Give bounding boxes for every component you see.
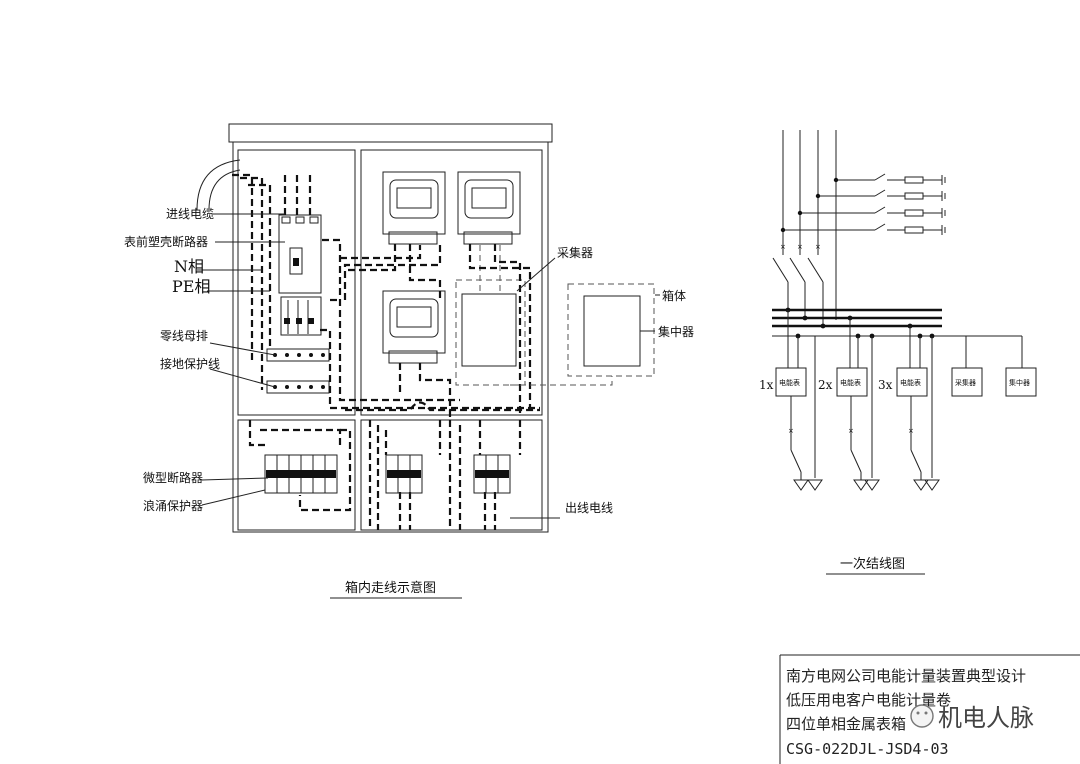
collector-device — [461, 293, 517, 367]
label-neutral-busbar: 零线母排 — [160, 329, 208, 343]
label-mini-breaker: 微型断路器 — [143, 470, 203, 485]
label-ground-wire: 接地保护线 — [160, 356, 220, 371]
title-line-1: 南方电网公司电能计量装置典型设计 — [786, 667, 1026, 685]
meter-1 — [382, 171, 446, 245]
primary-meter-1: 1x 电能表 — [759, 367, 807, 397]
meter-3 — [382, 290, 446, 364]
watermark: 机电人脉 — [910, 704, 1034, 732]
primary-concentrator-label: 集中器 — [1009, 378, 1030, 387]
enclosure-outline — [567, 283, 655, 377]
primary-collector: 采集器 — [951, 367, 983, 397]
cabinet-wiring-diagram: 进线电缆 表前塑壳断路器 N相 PE相 零线母排 接地保护线 微型断路器 浪涌保… — [124, 123, 694, 599]
primary-concentrator: 集中器 — [1005, 367, 1037, 397]
caption-wiring-diagram: 箱内走线示意图 — [345, 580, 436, 596]
caption-primary-diagram: 一次结线图 — [840, 556, 905, 572]
primary-meter-3: 3x 电能表 — [878, 367, 928, 397]
title-block: 南方电网公司电能计量装置典型设计 低压用电客户电能计量卷 四位单相金属表箱 CS… — [779, 654, 1080, 764]
cabinet-right-upper — [360, 149, 543, 416]
primary-meter-3-prefix: 3x — [878, 378, 893, 392]
svg-text:×: × — [815, 243, 821, 251]
title-line-2: 低压用电客户电能计量卷 — [786, 691, 951, 709]
primary-meter-1-prefix: 1x — [759, 378, 774, 392]
svg-text:×: × — [908, 427, 914, 435]
mini-breaker-group-1 — [264, 454, 338, 494]
mini-breaker-group-2 — [385, 454, 423, 494]
label-enclosure: 箱体 — [662, 288, 686, 303]
label-n-phase: N相 — [174, 257, 204, 276]
svg-text:×: × — [788, 427, 794, 435]
svg-text:×: × — [848, 427, 854, 435]
main-breaker-device — [278, 214, 322, 336]
meter-2 — [457, 171, 521, 245]
mini-breaker-group-3 — [473, 454, 511, 494]
primary-wiring-diagram: × × × 1x 电能表 2 — [759, 130, 1037, 575]
watermark-text: 机电人脉 — [938, 704, 1034, 732]
cabinet-top-cap — [228, 123, 553, 143]
label-incoming-cable: 进线电缆 — [166, 207, 214, 221]
label-outgoing-cable: 出线电线 — [565, 501, 613, 515]
cabinet-outer — [232, 141, 549, 533]
concentrator-device — [583, 295, 641, 367]
cabinet-right-lower — [360, 419, 543, 531]
primary-meter-3-label: 电能表 — [900, 378, 921, 387]
svg-text:×: × — [780, 243, 786, 251]
title-line-3: 四位单相金属表箱 — [786, 715, 906, 733]
primary-meter-2-label: 电能表 — [840, 378, 861, 387]
primary-meter-2-prefix: 2x — [818, 378, 833, 392]
label-collector: 采集器 — [557, 245, 593, 260]
label-surge-protector: 浪涌保护器 — [143, 498, 203, 513]
title-line-4: CSG-022DJL-JSD4-03 — [786, 740, 949, 758]
label-main-breaker: 表前塑壳断路器 — [124, 234, 208, 249]
label-concentrator: 集中器 — [658, 324, 694, 339]
cabinet-left-lower — [237, 419, 356, 531]
primary-meter-1-label: 电能表 — [779, 378, 800, 387]
primary-meter-2: 2x 电能表 — [818, 367, 868, 397]
wechat-icon — [910, 704, 934, 728]
label-pe-phase: PE相 — [172, 277, 210, 296]
cabinet-left-upper — [237, 149, 356, 416]
primary-collector-label: 采集器 — [955, 378, 976, 387]
svg-text:×: × — [797, 243, 803, 251]
